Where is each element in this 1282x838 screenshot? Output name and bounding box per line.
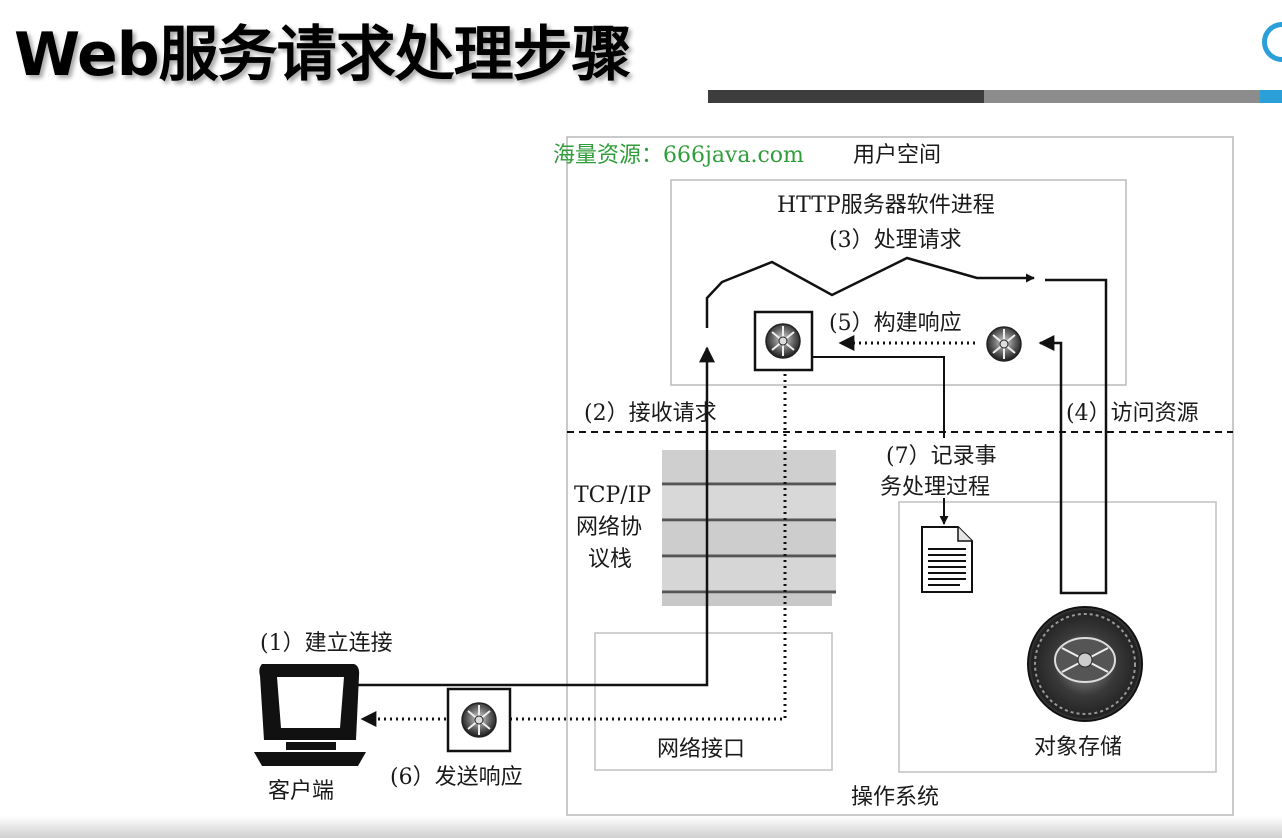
step3-label: (3）处理请求: [829, 228, 962, 253]
response-gear-icon: [753, 310, 814, 372]
network-interface-region: [594, 632, 833, 771]
step6-label: (6）发送响应: [390, 765, 523, 790]
corner-logo-arc: [1262, 22, 1282, 62]
operating-system-region: [566, 136, 1234, 816]
network-interface-label: 网络接口: [657, 737, 745, 762]
send-gear-icon: [446, 687, 512, 753]
log-transaction-path: [812, 356, 945, 438]
title-bar-accent-segment: [1260, 90, 1282, 103]
document-icon: [921, 526, 973, 593]
client-label: 客户端: [268, 779, 334, 804]
step5-label: (5）构建响应: [829, 311, 962, 336]
step1-label: (1）建立连接: [260, 631, 393, 656]
step7-label-line2: 务处理过程: [880, 475, 990, 500]
operating-system-label: 操作系统: [851, 785, 939, 810]
server-process-region: [670, 179, 1127, 386]
computer-monitor-icon: [254, 664, 366, 766]
object-store-region: [898, 501, 1217, 773]
request-path: [358, 346, 715, 687]
title-bar-dark-segment: [708, 90, 984, 103]
step7-label-line1: (7）记录事: [886, 444, 997, 469]
title-bar-gray-segment: [984, 90, 1260, 103]
resource-gear-icon: [986, 326, 1022, 362]
tcpip-label-line3: 议栈: [588, 547, 632, 572]
tcpip-stack-graphic: [662, 450, 836, 606]
object-store-disk-icon: [1027, 606, 1143, 722]
step4-label: (4）访问资源: [1066, 401, 1199, 426]
bottom-fade: [0, 816, 1282, 838]
send-response-path: [510, 368, 787, 721]
object-store-label: 对象存储: [1034, 735, 1122, 760]
watermark-text: 海量资源：666java.com: [553, 143, 804, 168]
tcpip-label-line1: TCP/IP: [574, 483, 651, 508]
step2-label: (2）接收请求: [584, 401, 717, 426]
slide-title: Web服务请求处理步骤: [14, 20, 632, 90]
server-process-label: HTTP服务器软件进程: [777, 193, 995, 218]
user-space-label: 用户空间: [853, 143, 941, 168]
tcpip-label-line2: 网络协: [576, 515, 642, 540]
process-request-zigzag: [705, 256, 1035, 328]
access-resource-path: [1038, 278, 1108, 595]
